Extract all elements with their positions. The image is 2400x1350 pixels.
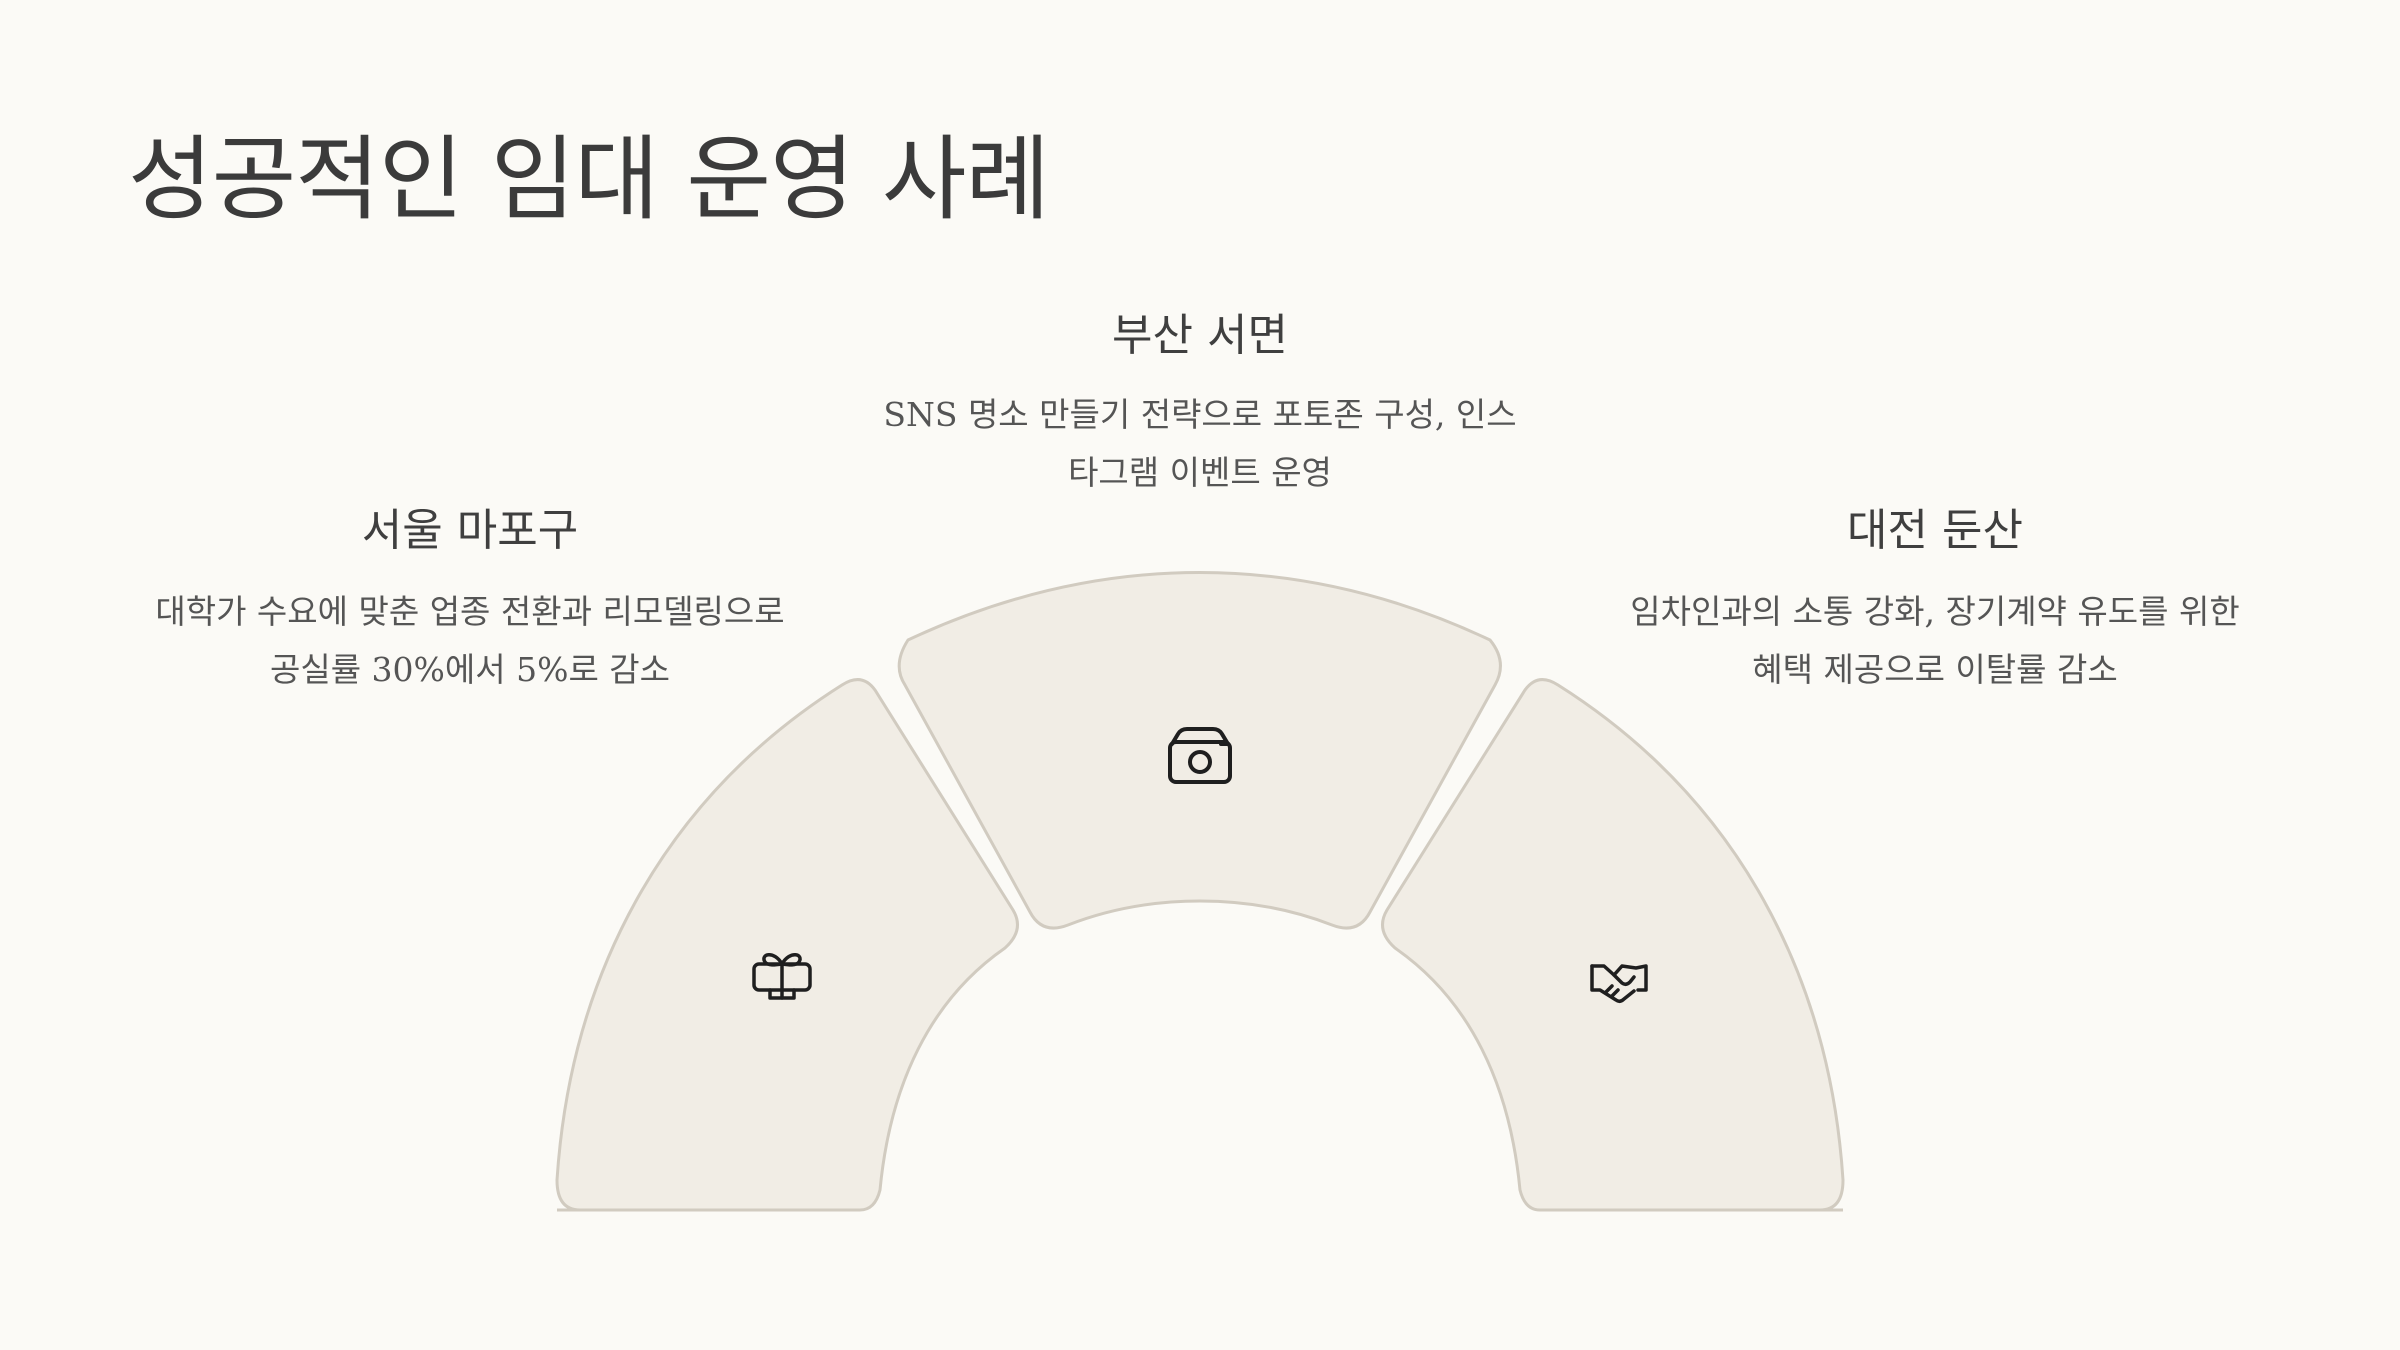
case-description-busan-line-1: SNS 명소 만들기 전략으로 포토존 구성, 인스: [883, 395, 1517, 434]
case-description-busan: SNS 명소 만들기 전략으로 포토존 구성, 인스 타그램 이벤트 운영: [820, 386, 1580, 502]
handshake-icon: [1590, 964, 1648, 1004]
camera-icon: [1168, 727, 1232, 784]
case-description-seoul: 대학가 수요에 맞춘 업종 전환과 리모델링으로 공실률 30%에서 5%로 감…: [90, 583, 850, 699]
case-description-seoul-line-2: 공실률 30%에서 5%로 감소: [269, 650, 671, 689]
case-description-daejeon-line-2: 혜택 제공으로 이탈률 감소: [1752, 650, 2118, 689]
case-description-seoul-line-1: 대학가 수요에 맞춘 업종 전환과 리모델링으로: [155, 592, 785, 631]
arch-segment-daejeon: [1381, 678, 1845, 1212]
case-daejeon: 대전 둔산 임차인과의 소통 강화, 장기계약 유도를 위한 혜택 제공으로 이…: [1555, 503, 2315, 699]
case-seoul: 서울 마포구 대학가 수요에 맞춘 업종 전환과 리모델링으로 공실률 30%에…: [90, 503, 850, 699]
case-title-busan: 부산 서면: [1112, 310, 1288, 361]
case-description-busan-line-2: 타그램 이벤트 운영: [1068, 453, 1332, 492]
case-description-daejeon-line-1: 임차인과의 소통 강화, 장기계약 유도를 위한: [1630, 592, 2240, 631]
arch-segment-seoul: [555, 678, 1019, 1212]
case-description-daejeon: 임차인과의 소통 강화, 장기계약 유도를 위한 혜택 제공으로 이탈률 감소: [1555, 583, 2315, 699]
case-title-daejeon: 대전 둔산: [1847, 505, 2023, 556]
gift-icon: [752, 953, 812, 1000]
case-title-seoul: 서울 마포구: [361, 505, 579, 556]
case-busan: 부산 서면 SNS 명소 만들기 전략으로 포토존 구성, 인스 타그램 이벤트…: [820, 308, 1580, 502]
page-title: 성공적인 임대 운영 사례: [128, 126, 1050, 233]
